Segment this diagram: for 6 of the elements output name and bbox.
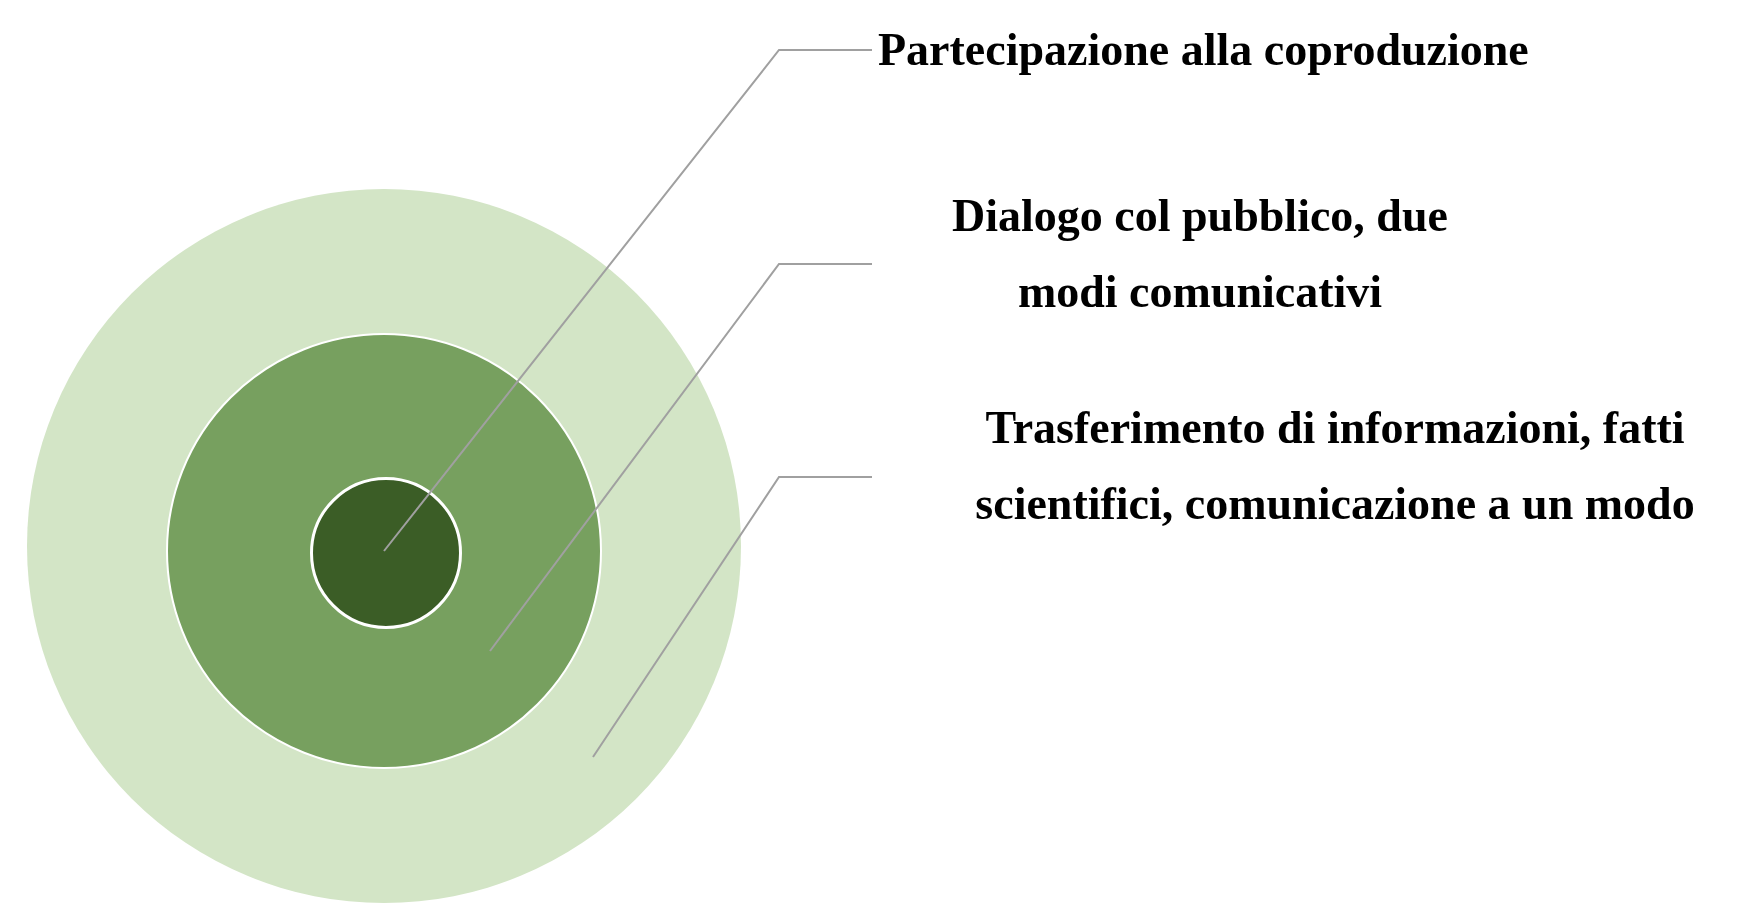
callout-text: Dialogo col pubblico, due modi comunicativi xyxy=(905,178,1495,330)
callout-text: Partecipazione alla coproduzione xyxy=(878,12,1738,88)
leader-line xyxy=(592,476,873,758)
leader-line xyxy=(489,263,873,652)
callout-text: Trasferimento di informazioni, fatti scientifici, comunicazione a un modo xyxy=(925,390,1745,542)
leader-line xyxy=(383,49,873,552)
